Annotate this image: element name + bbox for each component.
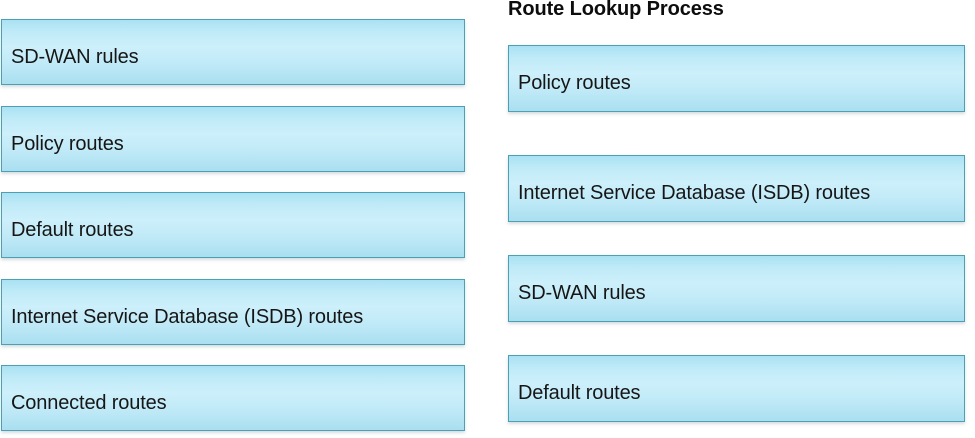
box-label: SD-WAN rules (11, 45, 139, 68)
right-box-isdb-routes[interactable]: Internet Service Database (ISDB) routes (508, 155, 965, 222)
box-label: Connected routes (11, 391, 167, 414)
left-box-policy-routes[interactable]: Policy routes (1, 106, 465, 172)
right-box-sd-wan-rules[interactable]: SD-WAN rules (508, 255, 965, 322)
box-label: Policy routes (11, 132, 124, 155)
right-box-policy-routes[interactable]: Policy routes (508, 45, 965, 112)
box-label: Internet Service Database (ISDB) routes (11, 305, 364, 328)
box-label: Default routes (518, 382, 641, 404)
left-box-sd-wan-rules[interactable]: SD-WAN rules (1, 19, 465, 85)
left-box-isdb-routes[interactable]: Internet Service Database (ISDB) routes (1, 279, 465, 345)
box-label: Internet Service Database (ISDB) routes (518, 182, 871, 204)
box-label: Default routes (11, 218, 134, 241)
left-box-connected-routes[interactable]: Connected routes (1, 365, 465, 431)
section-title-route-lookup-process: Route Lookup Process (508, 0, 724, 20)
right-box-default-routes[interactable]: Default routes (508, 355, 965, 422)
left-box-default-routes[interactable]: Default routes (1, 192, 465, 258)
box-label: SD-WAN rules (518, 282, 646, 304)
box-label: Policy routes (518, 72, 631, 94)
